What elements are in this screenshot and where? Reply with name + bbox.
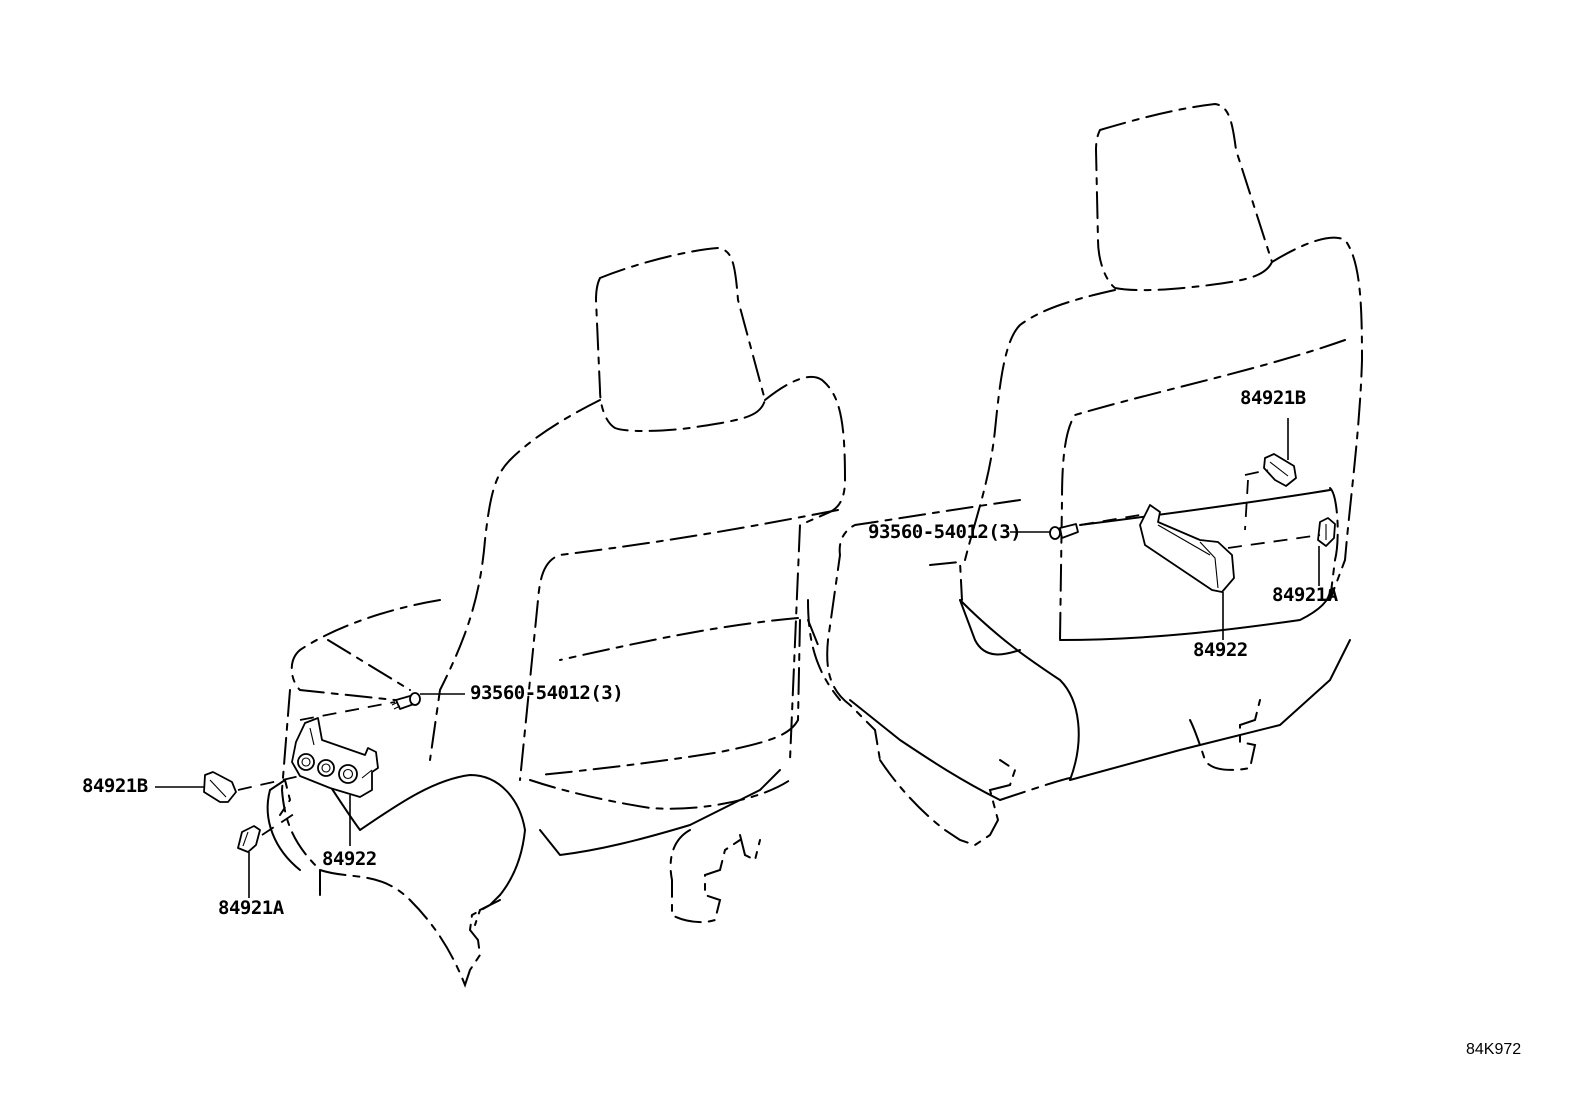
left-callout-screw-label: 93560-54012(3) [470,682,624,704]
left-screw-93560 [391,692,421,710]
right-seat-outline [807,102,1364,847]
left-seat-outline [266,246,847,988]
right-callout-84921B-label: 84921B [1240,387,1306,409]
right-knob-84921B [1263,453,1297,487]
right-knob-84921A [1317,517,1336,547]
right-switch-84922 [1139,504,1235,593]
left-knob-84921A [237,825,261,853]
left-callout-84921B-label: 84921B [82,775,148,797]
left-callout-84922-label: 84922 [322,848,377,870]
diagram-reference-code: 84K972 [1466,1041,1522,1058]
left-callout-84921A-label: 84921A [218,897,284,919]
left-switch-84922 [291,717,379,798]
left-knob-84921B [203,771,237,803]
right-screw-93560 [1049,523,1079,540]
right-callout-screw-label: 93560-54012(3) [868,521,1022,543]
right-callout-84921A-label: 84921A [1272,584,1338,606]
right-callout-84922-label: 84922 [1193,639,1248,661]
